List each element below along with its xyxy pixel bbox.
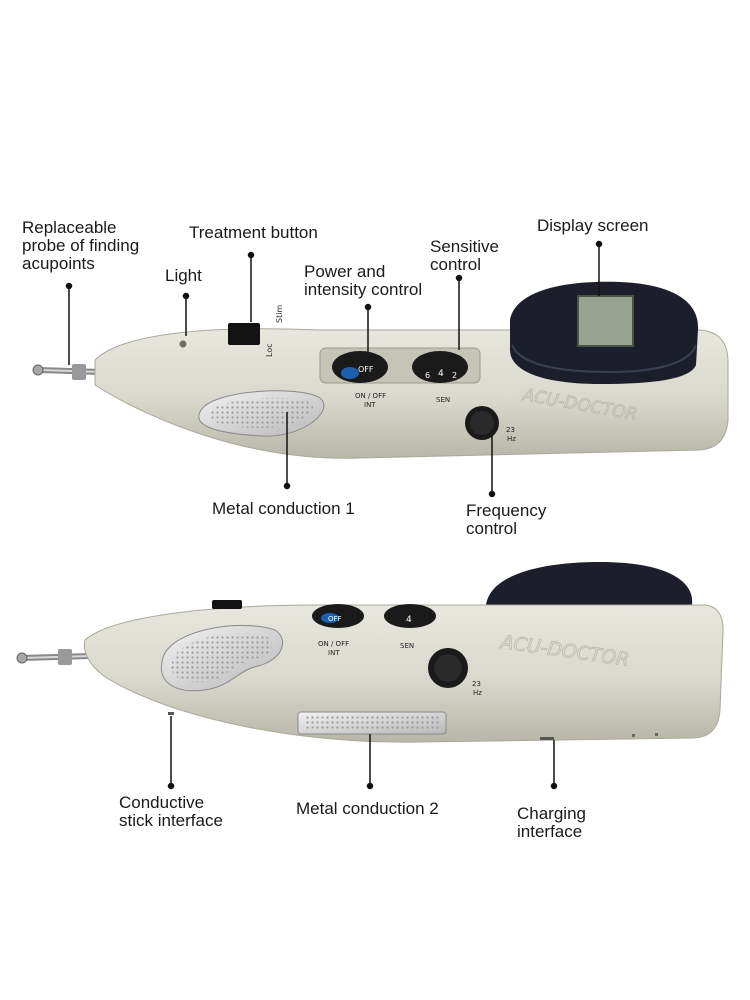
knob-off-text-bottom: OFF: [328, 615, 342, 623]
knob2-digit-bottom: 4: [406, 615, 412, 625]
knob2-digit-2: 4: [438, 369, 444, 379]
device-top: Stim Loc OFF 6 4 2 ON / OFF INT SEN 23 H…: [32, 281, 729, 459]
hz-value-text: 23: [506, 426, 515, 434]
label-probe: Replaceable probe of finding acupoints: [22, 218, 140, 273]
power-knob-bottom[interactable]: OFF: [312, 604, 364, 628]
int-text-bottom: INT: [328, 649, 340, 657]
hz-value-text-bottom: 23: [472, 680, 481, 688]
on-off-text: ON / OFF: [355, 392, 386, 400]
label-light: Light: [165, 266, 202, 285]
knob2-digit-3: 2: [452, 371, 457, 380]
sensitivity-knob-top[interactable]: 6 4 2: [412, 351, 468, 383]
probe-tip-bottom: [16, 649, 91, 665]
label-metal1: Metal conduction 1: [212, 499, 355, 518]
treatment-button[interactable]: [228, 323, 260, 345]
loc-text: Loc: [265, 343, 274, 357]
knob2-digit-1: 6: [425, 371, 430, 380]
lcd-screen: [577, 295, 634, 347]
conductive-stick-port: [168, 712, 174, 715]
label-sensitive: Sensitive control: [430, 237, 499, 274]
display-housing: [510, 281, 699, 384]
metal-strip-2: [297, 711, 447, 735]
hz-unit-text: Hz: [507, 435, 516, 443]
sen-text-bottom: SEN: [400, 642, 414, 650]
power-knob-top[interactable]: OFF: [332, 351, 388, 383]
charging-port: [540, 737, 554, 740]
label-frequency: Frequency control: [466, 501, 547, 538]
label-metal2: Metal conduction 2: [296, 799, 439, 818]
label-power-intensity: Power and intensity control: [304, 262, 423, 299]
metal-pad-bottom-front: [160, 624, 284, 692]
on-off-text-bottom: ON / OFF: [318, 640, 349, 648]
label-charging: Charging interface: [517, 804, 586, 841]
sensitivity-knob-bottom[interactable]: 4: [384, 604, 436, 628]
light-icon: [179, 340, 187, 348]
frequency-dial-top[interactable]: [465, 406, 499, 440]
device-bottom: OFF 4 ON / OFF INT SEN 23 Hz ACU-DOCTOR: [16, 562, 724, 743]
hz-unit-text-bottom: Hz: [473, 689, 482, 697]
int-text: INT: [364, 401, 376, 409]
frequency-dial-bottom[interactable]: [428, 648, 468, 688]
probe-tip-top: [32, 364, 101, 380]
display-housing-bottom: [486, 562, 693, 612]
sen-text: SEN: [436, 396, 450, 404]
label-conductive-stick: Conductive stick interface: [119, 793, 223, 830]
label-display: Display screen: [537, 216, 649, 235]
label-treatment-button: Treatment button: [189, 223, 318, 242]
knob-off-text: OFF: [358, 365, 374, 374]
treatment-button-bottom[interactable]: [212, 600, 242, 609]
leader-lines: [65, 240, 603, 790]
stim-text: Stim: [275, 305, 284, 323]
